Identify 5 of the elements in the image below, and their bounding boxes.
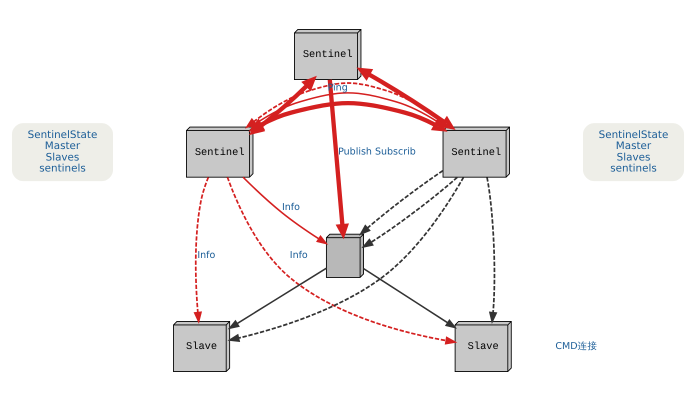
edge-label: Info bbox=[290, 250, 308, 261]
edge-label: Info bbox=[282, 201, 300, 212]
edge-label: Info bbox=[197, 250, 216, 261]
label: CMD连接 bbox=[555, 340, 598, 352]
edge-label: Publish Subscrib bbox=[338, 146, 416, 158]
